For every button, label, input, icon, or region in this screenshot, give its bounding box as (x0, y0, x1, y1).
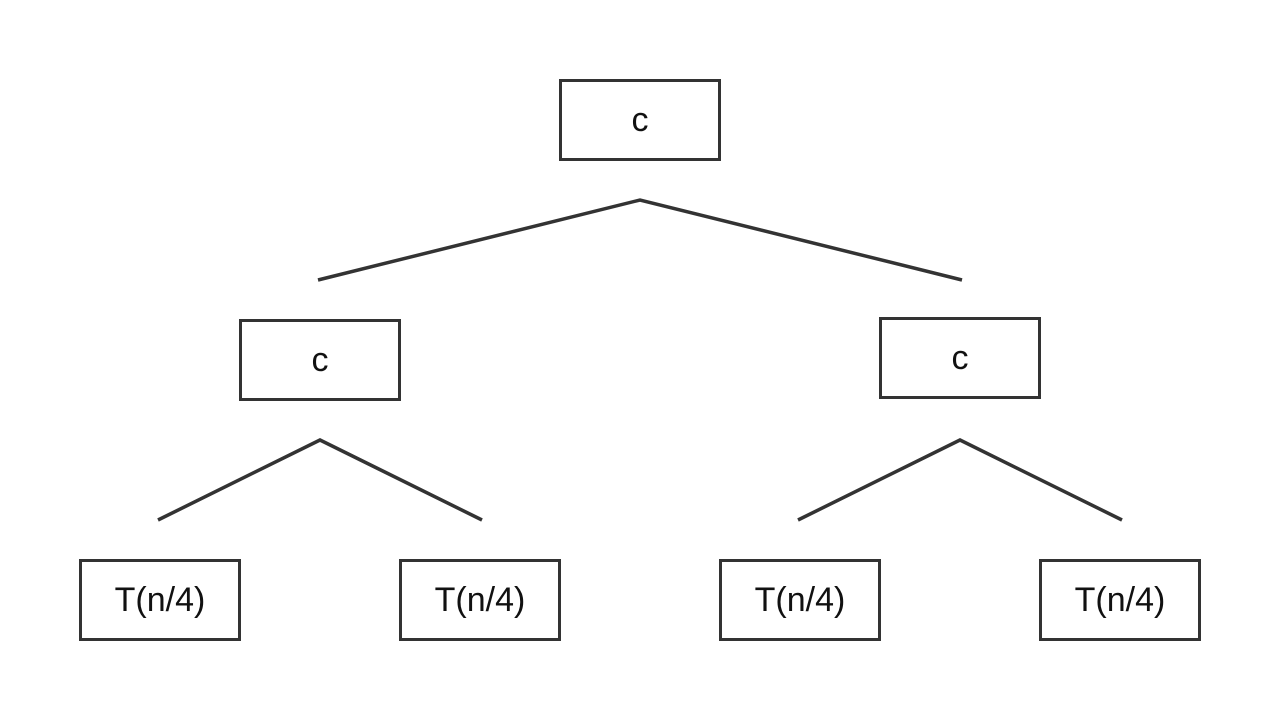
leaf-node-label: T(n/4) (434, 581, 526, 619)
root-node: c (559, 79, 721, 161)
level1-node-left: c (239, 319, 401, 401)
level1-node-label: c (311, 341, 329, 379)
edge-right-children (797, 438, 1123, 522)
leaf-node-2: T(n/4) (399, 559, 561, 641)
edge-left-children (157, 438, 483, 522)
level1-node-label: c (951, 339, 969, 377)
leaf-node-1: T(n/4) (79, 559, 241, 641)
level1-node-right: c (879, 317, 1041, 399)
leaf-node-3: T(n/4) (719, 559, 881, 641)
leaf-node-4: T(n/4) (1039, 559, 1201, 641)
leaf-node-label: T(n/4) (114, 581, 206, 619)
edge-root-children (317, 198, 963, 282)
root-node-label: c (631, 101, 649, 139)
leaf-node-label: T(n/4) (754, 581, 846, 619)
leaf-node-label: T(n/4) (1074, 581, 1166, 619)
